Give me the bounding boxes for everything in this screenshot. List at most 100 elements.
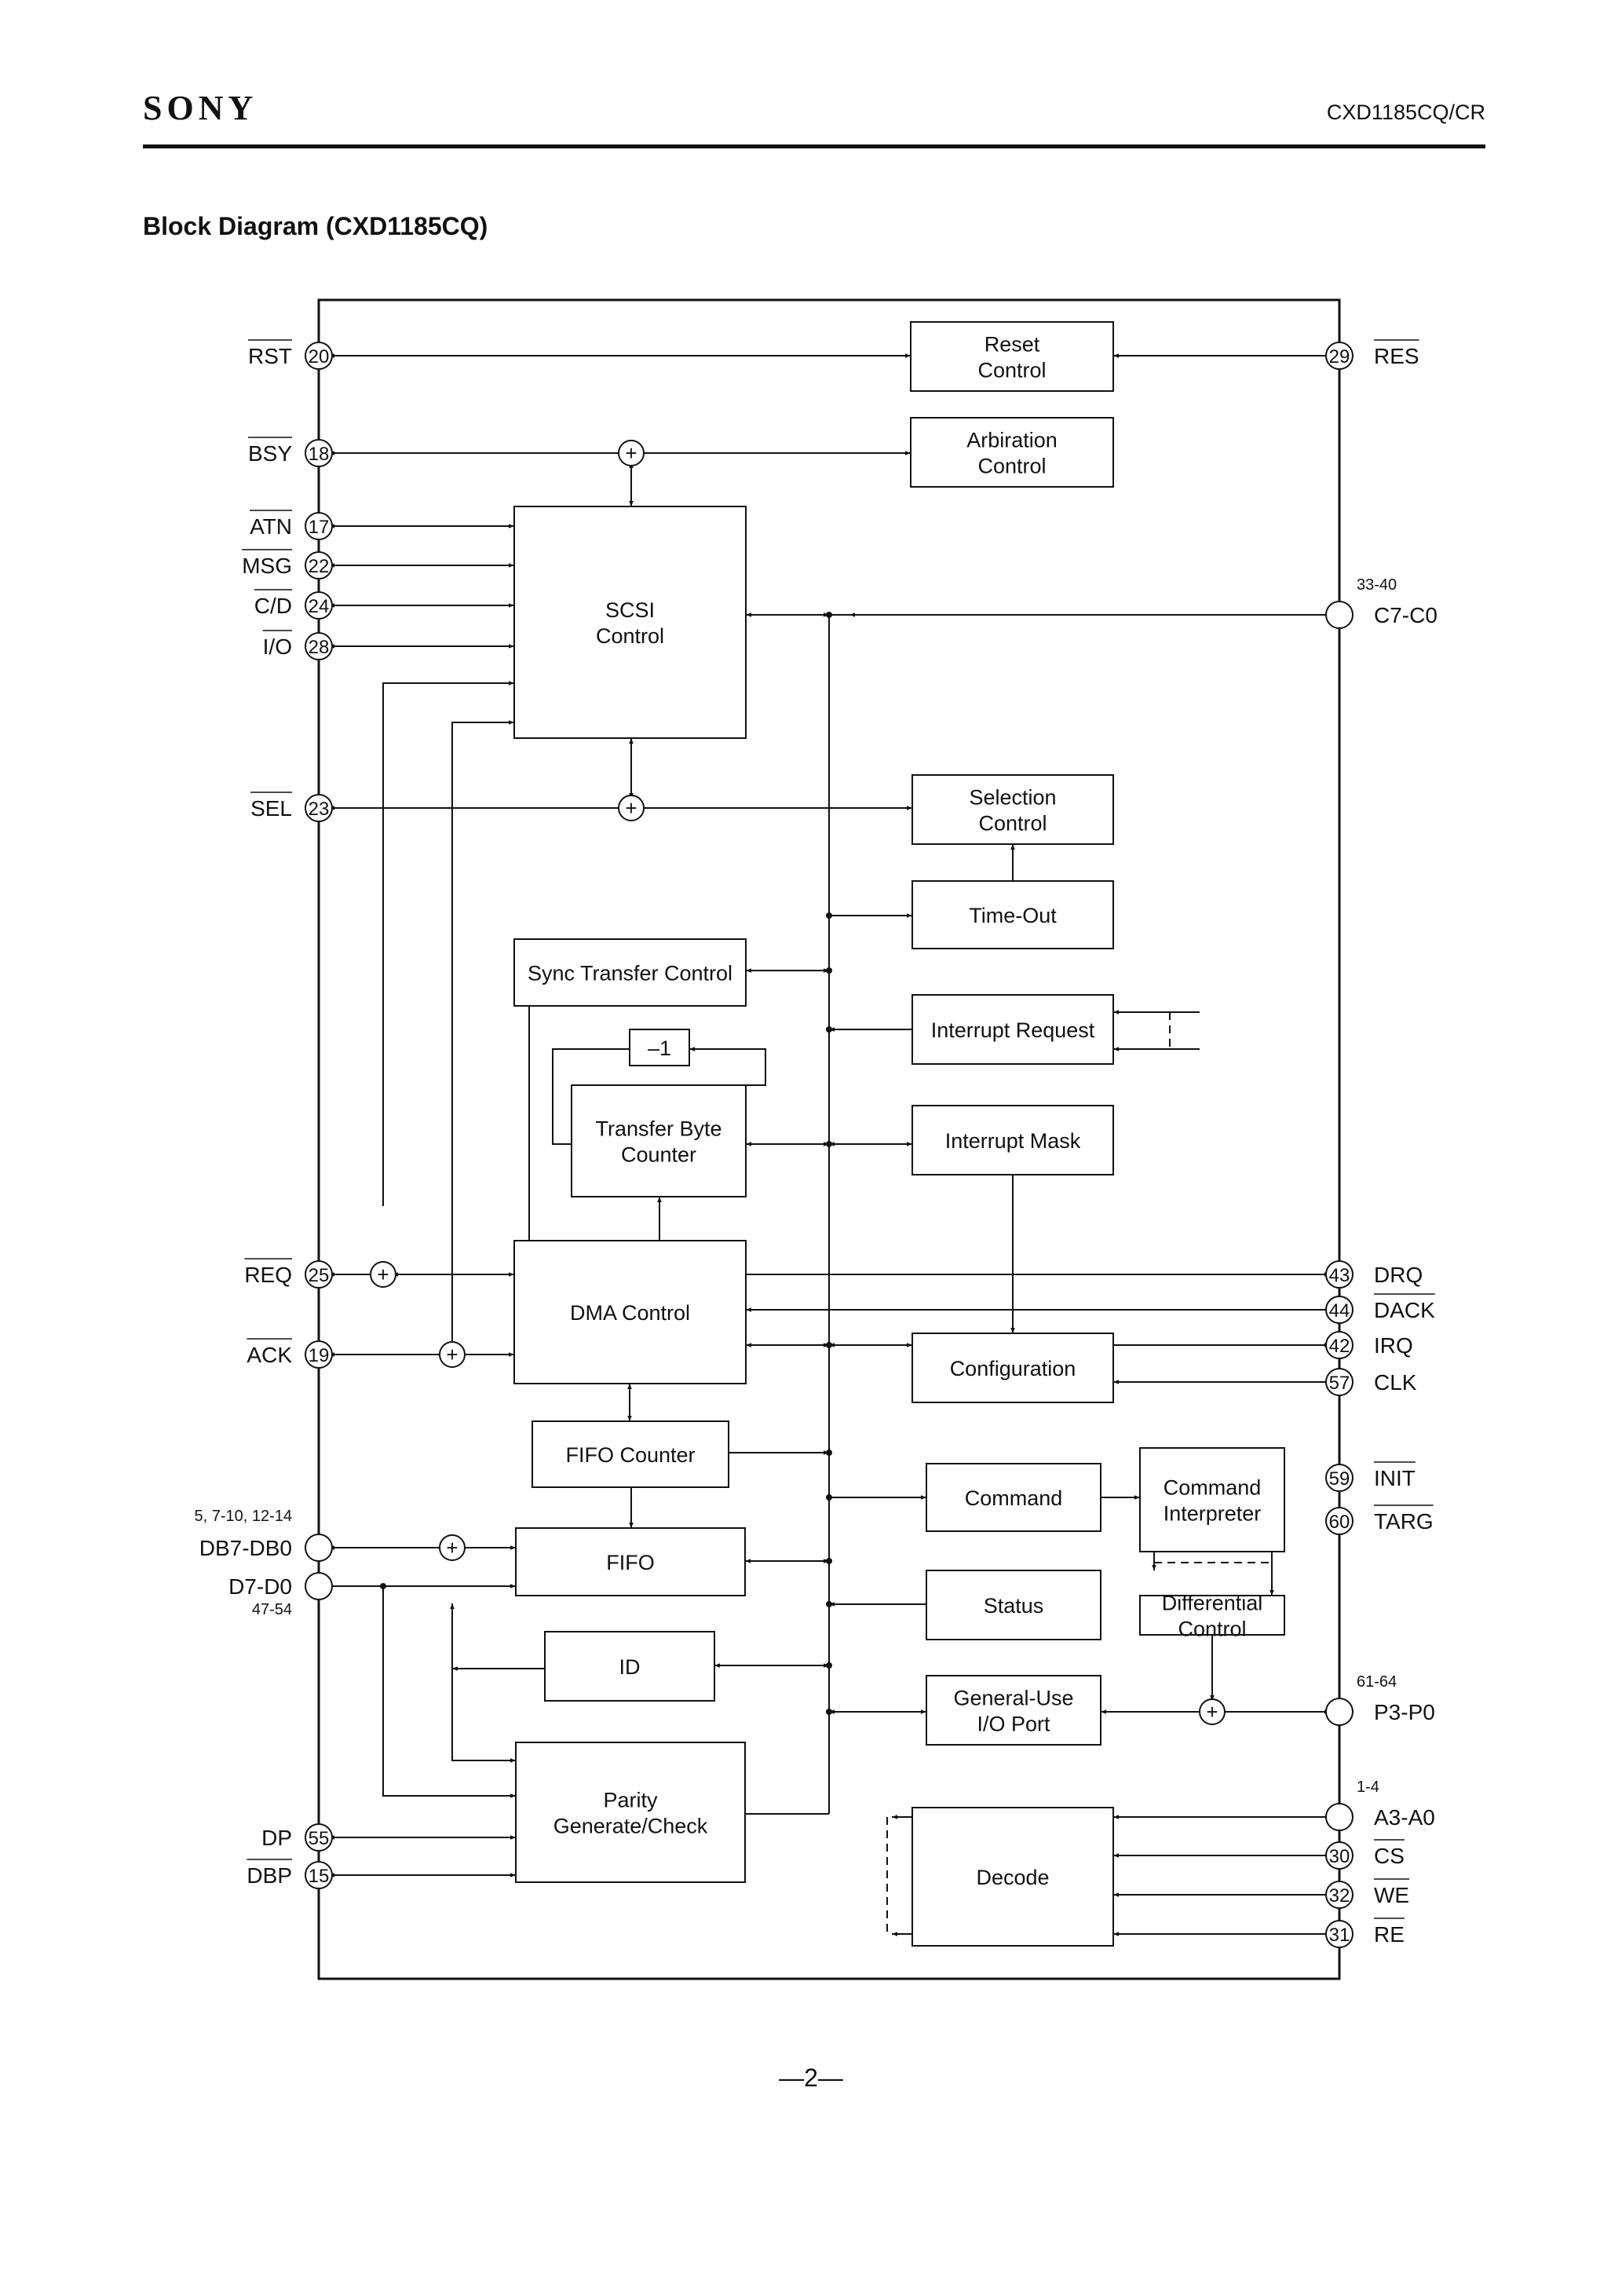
pin-label: D7-D0 bbox=[228, 1574, 292, 1599]
id-label: ID bbox=[619, 1655, 641, 1679]
pin-label: DRQ bbox=[1374, 1263, 1423, 1287]
pin-label: IRQ bbox=[1374, 1333, 1413, 1358]
chip-outline bbox=[317, 298, 1341, 1980]
pin-label: ACK bbox=[247, 1343, 292, 1367]
pin-label: CS bbox=[1374, 1844, 1405, 1868]
status-label: Status bbox=[984, 1594, 1044, 1618]
pin-label: ATN bbox=[250, 514, 292, 539]
merge-node: + bbox=[1199, 1698, 1226, 1725]
intmask-label: Interrupt Mask bbox=[945, 1129, 1081, 1153]
pin-number: 59 bbox=[1329, 1468, 1350, 1490]
pin-label: RST bbox=[248, 344, 292, 368]
pin-number: 57 bbox=[1329, 1373, 1350, 1394]
pin-msg: 22 MSG bbox=[242, 549, 333, 579]
reset-label: Control bbox=[977, 359, 1046, 382]
dma-block: DMA Control bbox=[513, 1240, 747, 1384]
status-block: Status bbox=[926, 1570, 1101, 1640]
pin-label: REQ bbox=[244, 1263, 292, 1287]
pin-number: 30 bbox=[1329, 1846, 1350, 1867]
pin-label: DACK bbox=[1374, 1298, 1435, 1322]
pin-range: 5, 7-10, 12-14 bbox=[194, 1508, 292, 1525]
arb-label: Control bbox=[977, 455, 1046, 478]
pin-number: 55 bbox=[309, 1828, 330, 1849]
merge-node: + bbox=[370, 1261, 396, 1288]
gio-label: I/O Port bbox=[977, 1713, 1050, 1736]
cmd-label: Command bbox=[965, 1486, 1063, 1510]
cmd-block: Command bbox=[926, 1463, 1101, 1532]
pin-number: 18 bbox=[309, 444, 330, 465]
sony-logo: SONY bbox=[143, 89, 258, 127]
pin-label: DBP bbox=[247, 1863, 292, 1888]
intreq-label: Interrupt Request bbox=[931, 1018, 1095, 1042]
pin-range: 33-40 bbox=[1357, 576, 1397, 594]
pin-cs: 30 CS bbox=[1325, 1839, 1405, 1870]
fifoc-block: FIFO Counter bbox=[532, 1420, 729, 1488]
pin-label: SEL bbox=[250, 796, 292, 821]
pin-number: 20 bbox=[309, 346, 330, 367]
merge-node: + bbox=[439, 1341, 466, 1368]
pin-number: 43 bbox=[1329, 1265, 1350, 1286]
id-block: ID bbox=[544, 1631, 715, 1702]
pin-p: P3-P0 61-64 bbox=[1325, 1673, 1435, 1726]
pin-range: 61-64 bbox=[1357, 1673, 1397, 1691]
page-number: —2— bbox=[779, 2064, 843, 2092]
scsi-label: SCSI bbox=[605, 598, 655, 622]
config-block: Configuration bbox=[911, 1333, 1114, 1403]
page-title: Block Diagram (CXD1185CQ) bbox=[143, 212, 488, 240]
parity-label: Parity bbox=[603, 1789, 658, 1812]
minus-label: –1 bbox=[648, 1036, 671, 1060]
pin-a: A3-A01-4 bbox=[1325, 1779, 1435, 1831]
pin-label: P3-P0 bbox=[1374, 1700, 1435, 1724]
fifo-block: FIFO bbox=[515, 1527, 746, 1596]
config-label: Configuration bbox=[950, 1357, 1076, 1380]
arb-label: Arbiration bbox=[966, 429, 1058, 452]
tbc-label: Transfer Byte bbox=[595, 1117, 721, 1141]
pin-range: 47-54 bbox=[252, 1601, 292, 1618]
pin-label: MSG bbox=[242, 554, 292, 578]
header-rule bbox=[143, 144, 1485, 148]
plus-symbol: + bbox=[377, 1263, 389, 1286]
pin-number: 17 bbox=[309, 517, 330, 538]
pin-label: A3-A0 bbox=[1374, 1805, 1435, 1830]
pin-label: RES bbox=[1374, 344, 1419, 368]
decode-block: Decode bbox=[911, 1807, 1114, 1947]
pin-number: 44 bbox=[1329, 1300, 1350, 1322]
pin-atn: 17 ATN bbox=[250, 510, 333, 540]
pin-number: 31 bbox=[1329, 1925, 1350, 1946]
parity-label: Generate/Check bbox=[553, 1815, 708, 1838]
merge-node: + bbox=[439, 1534, 466, 1561]
sel-label: Selection bbox=[969, 786, 1056, 810]
intmask-block: Interrupt Mask bbox=[911, 1105, 1114, 1175]
pin-number: 22 bbox=[309, 556, 330, 577]
gio-label: General-Use bbox=[953, 1687, 1073, 1710]
pin-label: RE bbox=[1374, 1922, 1405, 1947]
plus-symbol: + bbox=[625, 796, 637, 820]
pin-targ: 60 TARG bbox=[1325, 1504, 1434, 1535]
pin-drq: 43 DRQ bbox=[1325, 1260, 1423, 1289]
pin-label: C/D bbox=[254, 594, 292, 618]
pin-number: 32 bbox=[1329, 1885, 1350, 1907]
pin-number: 60 bbox=[1329, 1512, 1350, 1533]
sync-block: Sync Transfer Control bbox=[513, 938, 747, 1007]
pin-label: TARG bbox=[1374, 1509, 1434, 1534]
minus-block: –1 bbox=[629, 1029, 690, 1066]
intreq-block: Interrupt Request bbox=[911, 994, 1114, 1065]
pin-number: 28 bbox=[309, 637, 330, 658]
pin-re: 31 RE bbox=[1325, 1918, 1405, 1948]
plus-symbol: + bbox=[625, 441, 637, 465]
